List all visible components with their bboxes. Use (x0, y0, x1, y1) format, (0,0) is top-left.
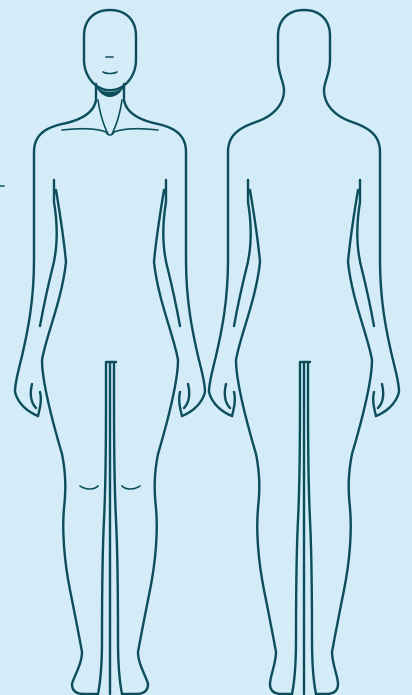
front-body-figure (15, 10, 205, 694)
front-right-body-outline (124, 84, 205, 694)
back-body-figure (209, 10, 399, 694)
front-left-knee (80, 486, 98, 489)
front-neck-left (98, 100, 108, 134)
back-head-outline (256, 10, 352, 122)
front-neck-right (112, 100, 122, 134)
front-inner-legs (98, 362, 122, 694)
back-left-hand (225, 384, 235, 416)
front-right-hand (179, 384, 189, 416)
front-left-hand (31, 384, 41, 416)
front-mouth (103, 72, 117, 74)
back-right-body-outline (326, 122, 399, 694)
back-inner-legs (292, 362, 316, 694)
front-clavicle (62, 129, 158, 135)
front-right-knee (122, 486, 140, 489)
front-head-outline (84, 10, 136, 90)
back-left-body-outline (209, 122, 282, 694)
back-right-hand (373, 384, 383, 416)
front-left-body-outline (15, 84, 96, 694)
